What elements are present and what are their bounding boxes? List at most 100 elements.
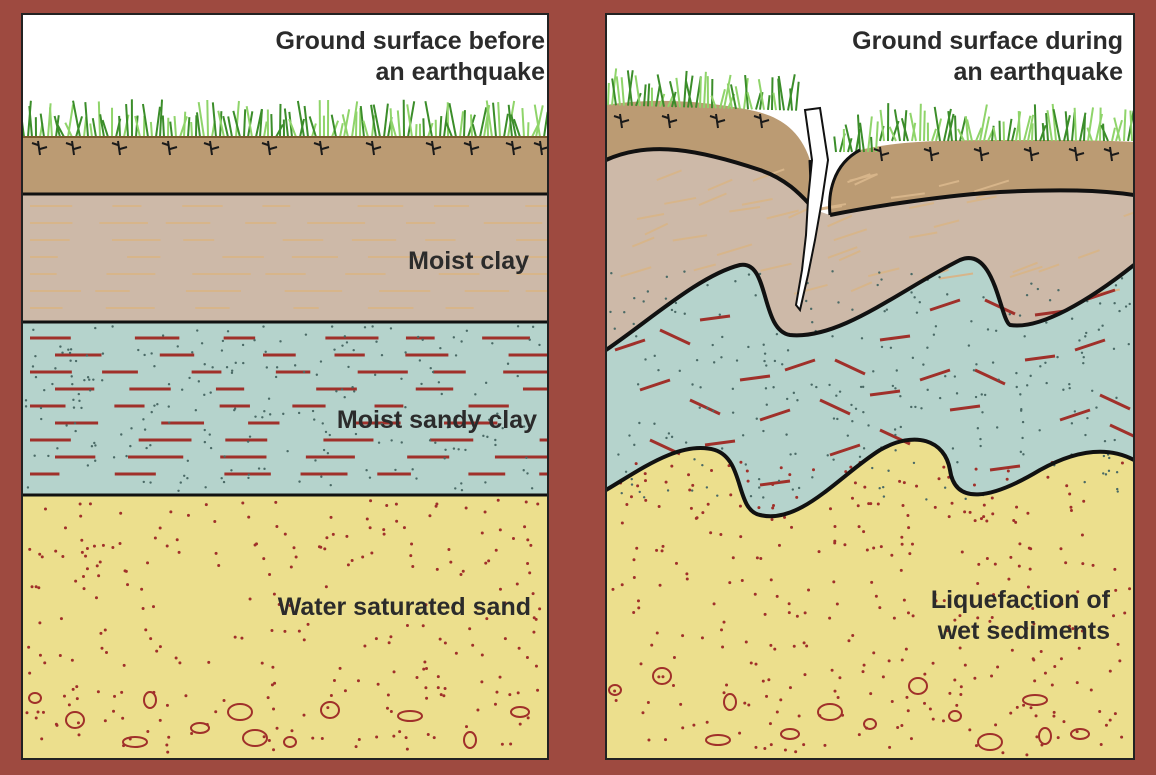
clay-streak [656, 169, 682, 181]
sand-speck [40, 555, 44, 559]
sand-speck [356, 679, 360, 683]
sand-speck [948, 691, 952, 695]
sand-speck [1009, 555, 1013, 559]
grass-blade [1011, 127, 1017, 142]
speck [494, 438, 497, 442]
pebble [397, 710, 423, 722]
speck [789, 453, 792, 456]
speck [705, 486, 709, 489]
sand-speck [28, 547, 32, 551]
speck [434, 441, 437, 444]
grass-blade [263, 121, 268, 138]
sand-speck [968, 728, 972, 732]
sand-speck [850, 496, 854, 500]
label-liquefaction: Liquefaction of wet sediments [931, 585, 1110, 647]
grass-blade [459, 111, 465, 138]
clay-streak [849, 173, 878, 182]
speck [404, 351, 407, 354]
grass-blade [308, 116, 317, 138]
clay-streaks-before [30, 205, 548, 309]
sand-speck [241, 501, 245, 505]
grass-blade [1115, 119, 1123, 142]
sand-speck [494, 548, 498, 552]
during-title: Ground surface during an earthquake [852, 26, 1123, 88]
speck [220, 349, 224, 352]
grass-blade [64, 122, 73, 138]
clay-streak [890, 192, 925, 199]
grass-blade [134, 115, 141, 138]
sand-speck [772, 503, 776, 507]
sand-speck [98, 560, 102, 564]
sand-speck [863, 485, 867, 489]
sand-speck [687, 473, 691, 477]
sand-speck [1069, 508, 1073, 512]
speck [1019, 450, 1023, 454]
clay-streak [827, 214, 853, 228]
grass-blade [634, 75, 641, 107]
sand-speck [118, 541, 122, 545]
sand-speck [85, 567, 89, 571]
sand-speck [632, 610, 636, 614]
speck [443, 457, 446, 460]
speck [183, 474, 186, 477]
speck [747, 273, 751, 276]
sand-speck [792, 644, 796, 648]
sand-speck [1014, 520, 1018, 524]
sand-speck [274, 500, 278, 504]
grass-blade [931, 128, 937, 142]
root-mark [1023, 146, 1040, 162]
speck [528, 338, 531, 341]
sand-speck [744, 640, 748, 644]
root-mark [161, 140, 178, 156]
sand-speck [705, 720, 709, 724]
speck [197, 380, 201, 383]
sand-speck [904, 647, 908, 651]
speck [763, 352, 767, 355]
sand-speck [447, 547, 451, 551]
grass-blade [232, 110, 241, 138]
sand-speck [63, 526, 67, 530]
speck [368, 476, 372, 479]
grass-blade [270, 114, 273, 138]
grass-blade [983, 116, 991, 142]
speck [720, 356, 723, 359]
speck [319, 360, 323, 363]
sand-speck [958, 614, 962, 618]
sand-speck [862, 663, 866, 667]
grass-blade [903, 110, 908, 142]
speck [735, 359, 739, 362]
speck [943, 486, 947, 489]
sand-speck [664, 738, 668, 742]
sand-speck [685, 572, 689, 576]
speck [638, 490, 641, 494]
speck [979, 444, 982, 448]
sand-speck [1108, 718, 1112, 722]
speck [882, 495, 886, 498]
speck [149, 444, 152, 447]
sand-speck [671, 683, 675, 687]
speck [851, 308, 854, 311]
sand-speck [745, 469, 749, 473]
speck [666, 489, 670, 492]
sand-speck [153, 536, 157, 540]
speck [670, 308, 674, 312]
grass-blade [396, 110, 401, 138]
sand-speck [534, 664, 538, 668]
sand-speck [872, 651, 876, 655]
sand-speck [688, 488, 692, 492]
speck [1023, 335, 1026, 338]
layer-moist-sandy-clay-during [606, 258, 1134, 517]
speck [484, 481, 487, 484]
sand-speck [636, 599, 640, 603]
speck [268, 413, 272, 416]
speck [347, 365, 350, 369]
grass-blade [217, 110, 225, 138]
sand-speck [375, 735, 379, 739]
grass-blade [1064, 111, 1069, 142]
sand-speck [900, 658, 904, 662]
speck [894, 433, 897, 437]
sand-speck [992, 593, 996, 597]
sand-speck [487, 559, 491, 563]
sand-speck [165, 703, 169, 707]
sand-speck [787, 611, 791, 615]
